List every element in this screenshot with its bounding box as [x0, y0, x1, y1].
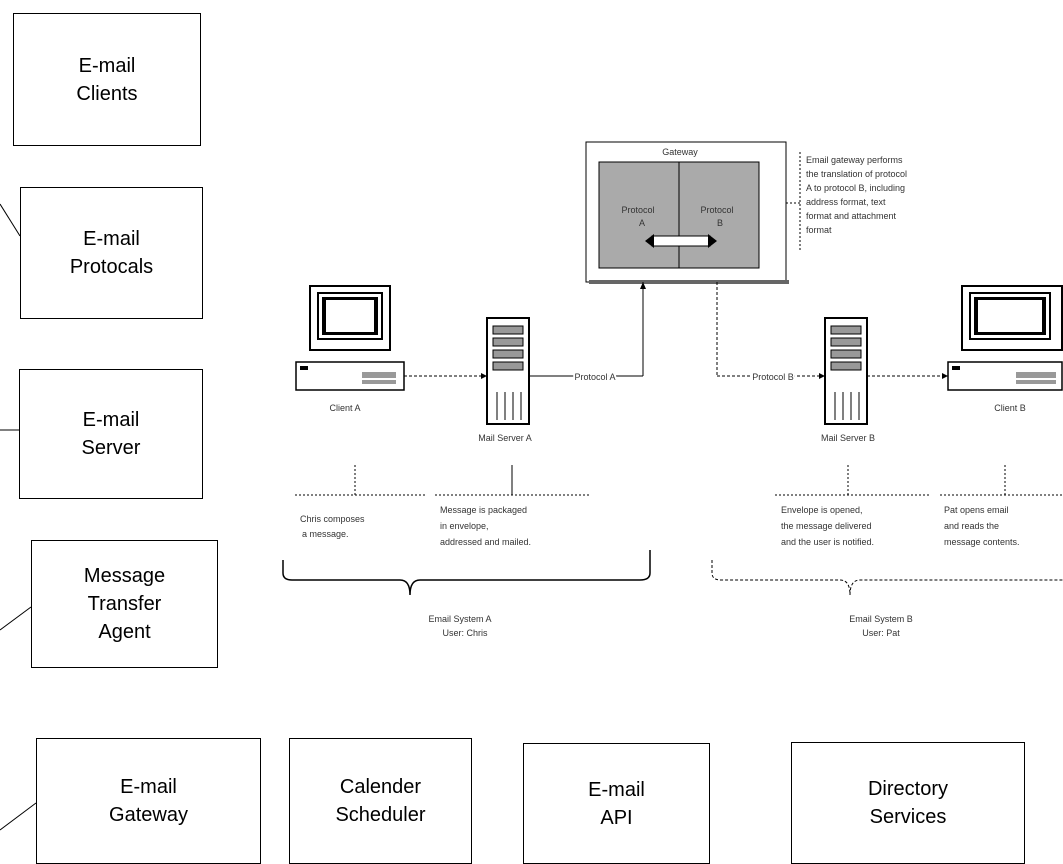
system-b-line1: Email System B	[849, 614, 913, 624]
client-a-label: Client A	[329, 403, 360, 413]
email-server-line2: Server	[81, 437, 141, 459]
mta-line3: Agent	[98, 621, 151, 643]
protocol-b-block	[678, 161, 760, 269]
link-server-a-gateway-arrowhead	[640, 282, 646, 289]
mail-server-a-label: Mail Server A	[478, 433, 532, 443]
protocol-b-link-label: Protocol B	[752, 372, 794, 382]
note-server-a-line1: Message is packaged	[440, 505, 527, 515]
mta-line1: Message	[83, 565, 166, 587]
email-clients-line1: E-mail	[78, 54, 136, 77]
link-gateway-server-b-arrowhead	[819, 373, 825, 379]
note-client-b-line2: and reads the	[944, 521, 999, 531]
client-b-computer-icon	[947, 285, 1063, 391]
connector-line-protocals	[0, 203, 21, 237]
system-a-brace	[282, 550, 651, 596]
mail-server-b-icon	[824, 317, 868, 425]
system-a-line2: User: Chris	[442, 628, 488, 638]
note-server-b-line2: the message delivered	[781, 521, 872, 531]
protocol-b-block-line2: B	[717, 218, 723, 228]
email-protocals-line1: E-mail	[83, 228, 140, 250]
protocol-a-block-line1: Protocol	[621, 205, 654, 215]
email-api-line1: E-mail	[588, 778, 645, 801]
note-client-b-line3: message contents.	[944, 537, 1020, 547]
gateway-note-line5: format and attachment	[806, 211, 897, 221]
connector-line-mta	[0, 606, 32, 631]
system-b-brace	[711, 560, 1063, 596]
gateway-note-line1: Email gateway performs	[806, 155, 903, 165]
email-server-line1: E-mail	[82, 409, 140, 431]
directory-services-line2: Services	[869, 806, 947, 828]
email-api-line2: API	[600, 806, 633, 829]
system-b-line2: User: Pat	[862, 628, 900, 638]
note-client-a-line1: Chris composes	[300, 514, 365, 524]
protocol-b-block-line1: Protocol	[700, 205, 733, 215]
note-server-a-line2: in envelope,	[440, 521, 489, 531]
protocol-a-block-line2: A	[639, 218, 645, 228]
link-client-a-server-a-arrowhead	[481, 373, 487, 379]
gateway-title: Gateway	[662, 147, 698, 157]
note-server-b-line3: and the user is notified.	[781, 537, 874, 547]
protocol-a-link-label: Protocol A	[574, 372, 615, 382]
protocol-a-block	[598, 161, 680, 269]
directory-services-line1: Directory	[867, 778, 948, 800]
gateway-shadow	[589, 280, 789, 284]
calender-scheduler-line1: Calender	[339, 776, 422, 798]
client-b-label: Client B	[994, 403, 1026, 413]
gateway-note-line4: address format, text	[806, 197, 886, 207]
note-server-b-line1: Envelope is opened,	[781, 505, 863, 515]
note-client-b-line1: Pat opens email	[944, 505, 1009, 515]
gateway-note: Email gateway performs the translation o…	[806, 155, 907, 235]
email-gateway-line2: Gateway	[109, 804, 188, 826]
note-server-a-line3: addressed and mailed.	[440, 537, 531, 547]
gateway-note-line2: the translation of protocol	[806, 169, 907, 179]
gateway-note-line3: A to protocol B, including	[806, 183, 905, 193]
client-a-computer-icon	[295, 285, 405, 391]
gateway-arrowhead-right	[708, 234, 717, 248]
gateway-note-line6: format	[806, 225, 832, 235]
mail-server-a-icon	[486, 317, 530, 425]
link-server-b-client-b-arrowhead	[942, 373, 948, 379]
gateway-arrowhead-left	[645, 234, 654, 248]
note-client-a-line2: a message.	[302, 529, 349, 539]
mail-server-b-label: Mail Server B	[821, 433, 875, 443]
calender-scheduler-line2: Scheduler	[335, 804, 426, 826]
email-protocals-line2: Protocals	[69, 256, 154, 278]
mta-line2: Transfer	[87, 593, 162, 615]
email-gateway-line1: E-mail	[120, 776, 177, 798]
email-clients-line2: Clients	[76, 82, 138, 105]
gateway-double-arrow	[651, 235, 711, 247]
connector-line-gateway	[0, 802, 37, 831]
system-a-line1: Email System A	[428, 614, 491, 624]
